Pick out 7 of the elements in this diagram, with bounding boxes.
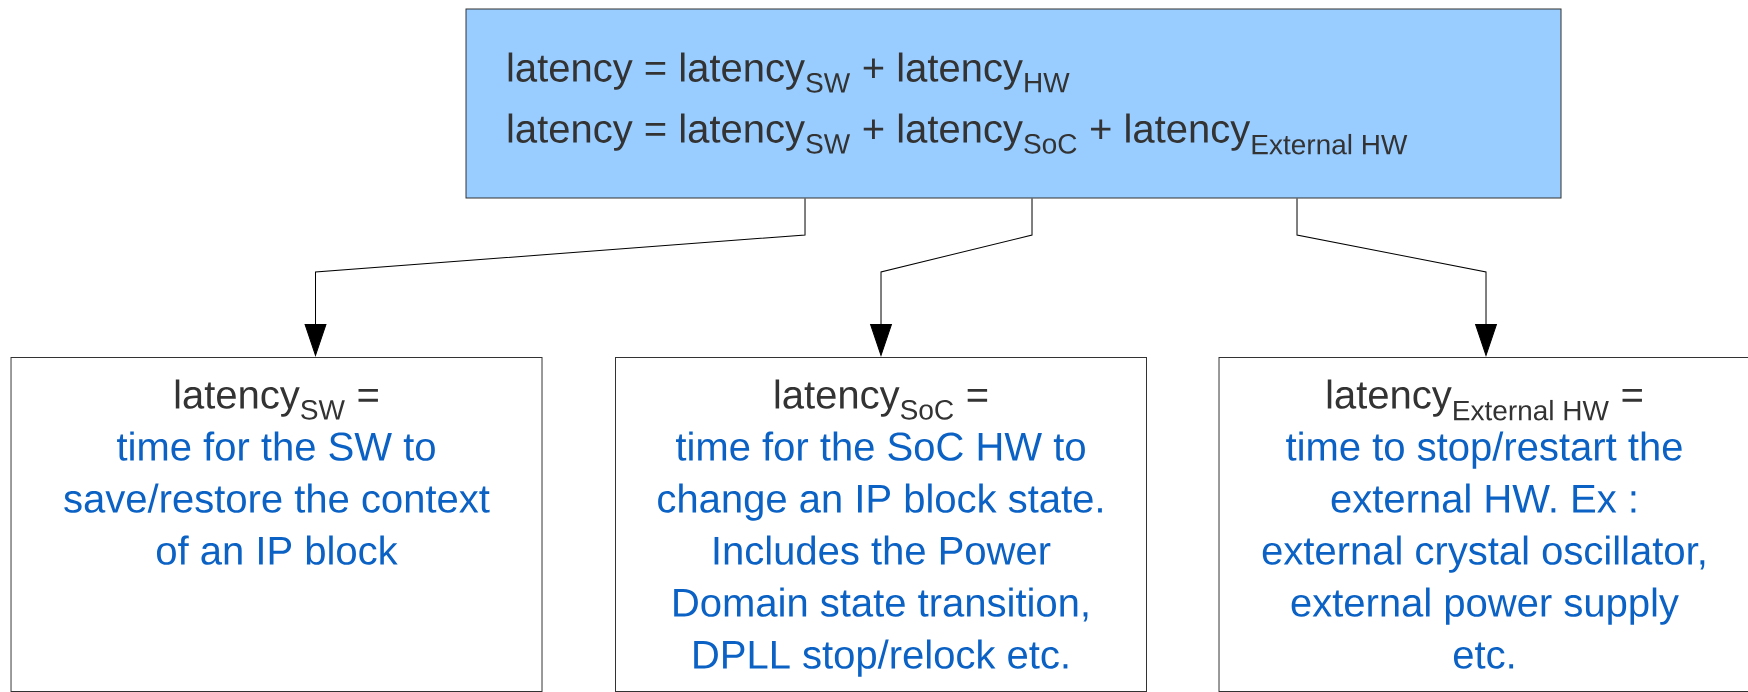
definition-box: $\text{latency}_{\text{SW}}\text{ =}$ time for the SW to save/restore the context of an IP block <box>10 357 543 692</box>
arrow <box>304 198 806 356</box>
definition-box: $\text{latency}_{\text{External HW}}\text{ =}$ time to stop/restart the external HW. Ex : external crystal oscillator, external power supply etc. <box>1218 357 1748 692</box>
formula-box: $\text{latency = latency}_{\text{SW}}\text{ + latency}_{\text{HW}}$ $\text{latency = latency}_{\text{SW}}\text{ + latency}_{\text{SoC}}\text{ + latency}_{\text{External HW}}$ <box>465 8 1562 199</box>
arrow <box>1296 198 1497 356</box>
arrow <box>870 198 1033 356</box>
definition-box: $\text{latency}_{\text{SoC}}\text{ =}$ time for the SoC HW to change an IP block state. Includes the Power Domain state transition, DPLL stop/relock etc. <box>615 357 1147 692</box>
